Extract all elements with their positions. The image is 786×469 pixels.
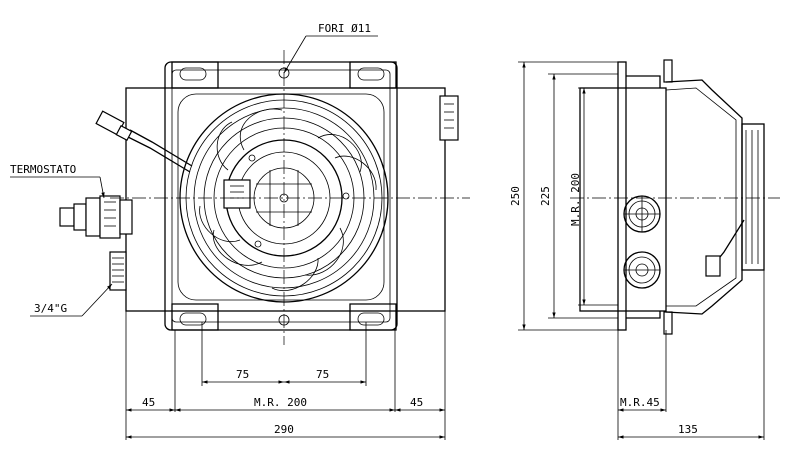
front-view: FORI Ø11 TERMOSTATO 3/4"G 75 75 45 M.R. … — [10, 22, 470, 440]
fan-shroud — [164, 61, 398, 331]
dim-height-inner: 225 — [539, 186, 552, 206]
dim-depth: 135 — [678, 423, 698, 436]
dim-pitch-left: 75 — [236, 368, 249, 381]
side-port-lower — [623, 251, 661, 289]
side-flange — [617, 61, 627, 331]
fan-blades — [199, 108, 377, 291]
label-fori: FORI Ø11 — [318, 22, 371, 35]
thread-port — [109, 251, 127, 291]
side-port-upper — [623, 195, 661, 233]
dim-total-width: 290 — [274, 423, 294, 436]
mounting-tab-bottom-left — [171, 303, 219, 331]
side-view: 250 225 M.R. 200 M.R.45 135 — [509, 59, 780, 440]
side-radiator-core — [579, 87, 667, 312]
dim-height-total: 250 — [509, 186, 522, 206]
label-thread: 3/4"G — [34, 302, 67, 315]
label-termostato: TERMOSTATO — [10, 163, 76, 176]
mounting-tab-top-left — [171, 61, 219, 89]
side-shroud — [665, 79, 743, 315]
dim-mr-side: M.R. 200 — [569, 173, 582, 226]
mounting-tab-bottom-right — [349, 303, 397, 331]
side-plug — [705, 255, 721, 277]
dim-mr-small: M.R.45 — [620, 396, 660, 409]
dim-right: 45 — [410, 396, 423, 409]
dim-mr-front: M.R. 200 — [254, 396, 307, 409]
thermostat-cable — [125, 135, 191, 173]
dim-pitch-right: 75 — [316, 368, 329, 381]
thermostat-sensor — [59, 195, 133, 239]
side-fan-motor — [741, 123, 765, 271]
dim-left: 45 — [142, 396, 155, 409]
mounting-tab-top-right — [349, 61, 397, 89]
right-inlet-fitting — [439, 95, 459, 141]
fan-connector — [223, 179, 251, 209]
